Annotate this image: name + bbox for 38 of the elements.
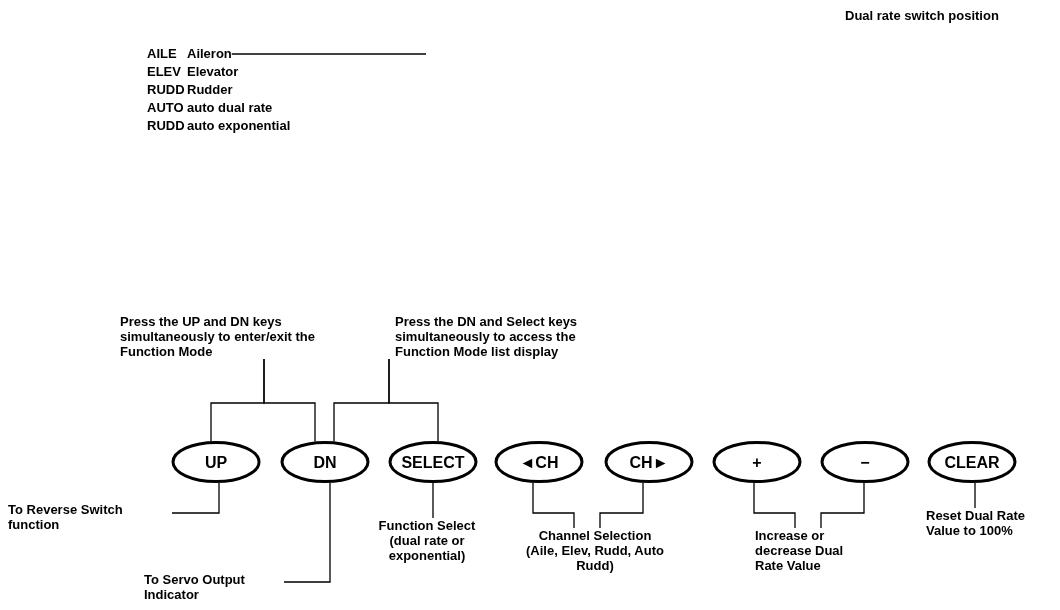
leader-line [532,482,575,529]
key-button: CH► [605,441,693,483]
abbreviation: RUDD [147,118,185,133]
abbreviation: AILE [147,46,178,61]
key-button: − [821,441,909,483]
leader-line [388,358,439,442]
key-button: + [713,441,801,483]
leader-line [599,482,644,529]
callout-text: Reset Dual Rate Value to 100% [926,508,1060,538]
callout-text: Press the DN and Select keys simultaneously to access the Function Mode list display [395,314,595,359]
channel-name: auto dual rate [187,100,273,115]
callout-text: Channel Selection (Aile, Elev, Rudd, Auto Rudd) [525,528,665,573]
leader-line [753,482,796,529]
callout-text: To Servo Output Indicator [144,572,284,602]
key-button: DN [281,441,369,483]
leader-line [171,482,220,514]
callout-text: Increase or decrease Dual Rate Value [755,528,870,573]
channel-name: Elevator [187,64,239,79]
channel-name: auto exponential [187,118,291,133]
abbreviation: AUTO [147,100,184,115]
channel-name: Aileron [187,46,232,61]
key-button: ◄CH [495,441,583,483]
abbreviation: RUDD [147,82,185,97]
key-button: UP [172,441,260,483]
leader-line [820,482,865,529]
leader-line [231,53,427,55]
leader-line [974,482,976,509]
abbreviation: ELEV [147,64,181,79]
callout-text: Function Select (dual rate or exponential) [367,518,487,563]
callout-text: To Reverse Switch function [8,502,172,532]
leader-line [283,482,331,583]
leader-line [432,482,434,519]
leader-line [263,358,316,443]
key-button: SELECT [389,441,477,483]
heading-text: Dual rate switch position [845,8,999,23]
channel-name: Rudder [187,82,233,97]
key-button: CLEAR [928,441,1016,483]
callout-text: Press the UP and DN keys simultaneously to enter/exit the Function Mode [120,314,325,359]
